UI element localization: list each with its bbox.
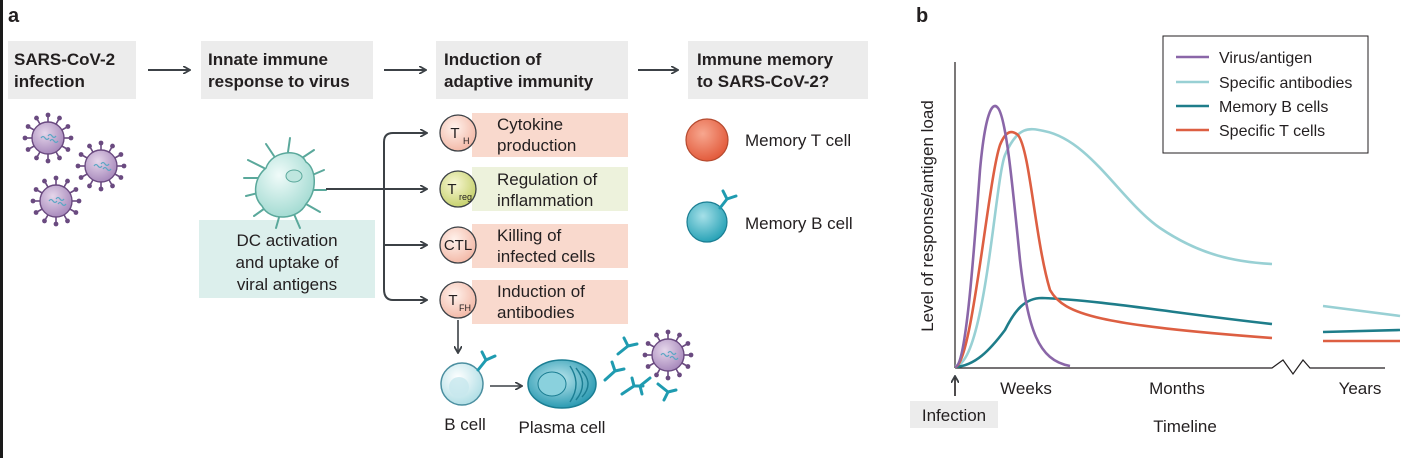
series-line-specific-antibodies: [954, 127, 1273, 368]
infection-box: [910, 401, 998, 428]
th-text-line2: production: [497, 136, 576, 155]
memory-t-cell-icon: [685, 118, 729, 162]
stage-innate-line2: response to virus: [208, 72, 350, 91]
legend-item-virus: Virus/antigen: [1176, 50, 1312, 67]
dc-box-line3: viral antigens: [237, 275, 337, 294]
stage-innate-line1: Innate immune: [208, 50, 328, 69]
tfh-text-line2: antibodies: [497, 303, 575, 322]
panel-b-letter: b: [916, 5, 928, 27]
stage-adaptive-line1: Induction of: [444, 50, 542, 69]
x-tick-weeks: Weeks: [1000, 379, 1052, 398]
series-line-specific-antibodies-tail: [1322, 304, 1401, 318]
left-border: [0, 0, 3, 458]
plasma-cell-icon: [527, 359, 597, 409]
stage-memory-line2: to SARS-CoV-2?: [697, 72, 829, 91]
x-tick-months: Months: [1149, 379, 1205, 398]
tcell-row-treg: T reg Regulation of inflammation: [439, 167, 628, 211]
stage-box-infection: [8, 41, 136, 99]
legend-label-virus: Virus/antigen: [1219, 50, 1312, 67]
virus-particles: [22, 112, 127, 227]
legend-label-antibodies: Specific antibodies: [1219, 75, 1352, 92]
tfh-cell-label: T: [448, 292, 457, 309]
stage-infection-line1: SARS-CoV-2: [14, 50, 115, 69]
treg-text-line1: Regulation of: [497, 170, 597, 189]
chart-panel-b: Level of response/antigen load Virus/ant…: [910, 35, 1401, 436]
ctl-text-line2: infected cells: [497, 247, 595, 266]
stage-box-memory: [688, 41, 868, 99]
ctl-cell-label: CTL: [444, 237, 472, 254]
stage-box-adaptive: [436, 41, 628, 99]
memory-b-cell-icon: [686, 189, 738, 243]
legend-label-memory-b: Memory B cells: [1219, 99, 1328, 116]
b-cell-label: B cell: [444, 415, 486, 434]
x-axis-line: [955, 359, 1385, 376]
legend-item-t-cells: Specific T cells: [1176, 123, 1325, 140]
stage-adaptive-line2: adaptive immunity: [444, 72, 594, 91]
series-line-memory-b-cells-tail: [1322, 328, 1401, 334]
tcell-row-ctl: CTL Killing of infected cells: [439, 224, 628, 268]
y-axis-label: Level of response/antigen load: [918, 100, 937, 332]
memory-b-label: Memory B cell: [745, 214, 853, 233]
treg-cell-sub: reg: [459, 192, 472, 202]
legend-box: [1162, 35, 1369, 154]
tcell-row-th: T H Cytokine production: [439, 113, 628, 157]
tfh-cell-sub: FH: [459, 303, 471, 313]
ctl-text-line1: Killing of: [497, 226, 562, 245]
stage-infection-line2: infection: [14, 72, 85, 91]
branch-arrows: [326, 133, 426, 300]
stage-box-innate: [201, 41, 373, 99]
x-axis-label: Timeline: [1153, 417, 1217, 436]
x-tick-years: Years: [1339, 379, 1382, 398]
virus-icon: [642, 329, 694, 381]
dendritic-cell-icon: [243, 137, 327, 229]
stage-memory-line1: Immune memory: [697, 50, 834, 69]
virus-icon: [30, 175, 82, 227]
treg-text-line2: inflammation: [497, 191, 593, 210]
plasma-cell-label: Plasma cell: [519, 418, 606, 437]
virus-with-antibodies-icon: [642, 329, 694, 381]
th-cell-sub: H: [463, 136, 470, 146]
series-line-memory-b-cells: [954, 296, 1273, 369]
antibody-icons: [603, 336, 678, 402]
tfh-text-line1: Induction of: [497, 282, 585, 301]
legend-item-antibodies: Specific antibodies: [1176, 75, 1352, 92]
dc-box-line2: and uptake of: [235, 253, 338, 272]
virus-icon: [75, 140, 127, 192]
legend-item-memory-b: Memory B cells: [1176, 99, 1328, 116]
b-cell-icon: [440, 350, 497, 406]
panel-a-letter: a: [8, 5, 20, 27]
th-text-line1: Cytokine: [497, 115, 563, 134]
memory-t-label: Memory T cell: [745, 131, 851, 150]
infection-label: Infection: [922, 406, 986, 425]
dc-box: [199, 220, 375, 298]
virus-icon: [22, 112, 74, 164]
series-line-specific-t-cells: [954, 130, 1273, 369]
series-line-virus-antigen: [954, 104, 1071, 369]
legend-label-t-cells: Specific T cells: [1219, 123, 1325, 140]
treg-cell-label: T: [447, 181, 456, 198]
th-cell-label: T: [450, 125, 459, 142]
tcell-row-tfh: T FH Induction of antibodies: [439, 280, 628, 324]
dc-box-line1: DC activation: [236, 231, 337, 250]
